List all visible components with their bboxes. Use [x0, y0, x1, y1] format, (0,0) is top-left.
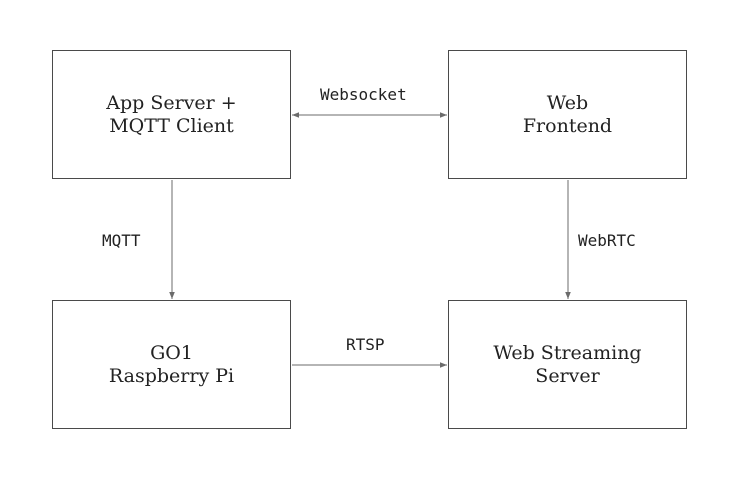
web-streaming-node: Web Streaming Server	[448, 300, 687, 429]
go1-subtitle: Raspberry Pi	[108, 364, 235, 387]
web-frontend-title: Web	[546, 91, 589, 114]
app-server-subtitle: MQTT Client	[109, 114, 234, 137]
rtsp-label: RTSP	[346, 335, 385, 354]
mqtt-label: MQTT	[102, 231, 141, 250]
go1-title: GO1	[150, 341, 193, 364]
web-streaming-subtitle: Server	[535, 364, 600, 387]
web-streaming-title: Web Streaming	[493, 341, 642, 364]
go1-node: GO1 Raspberry Pi	[52, 300, 291, 429]
web-frontend-subtitle: Frontend	[522, 114, 613, 137]
webrtc-label: WebRTC	[578, 231, 636, 250]
app-server-node: App Server + MQTT Client	[52, 50, 291, 179]
web-frontend-node: Web Frontend	[448, 50, 687, 179]
app-server-title: App Server +	[106, 91, 237, 114]
websocket-label: Websocket	[320, 85, 407, 104]
